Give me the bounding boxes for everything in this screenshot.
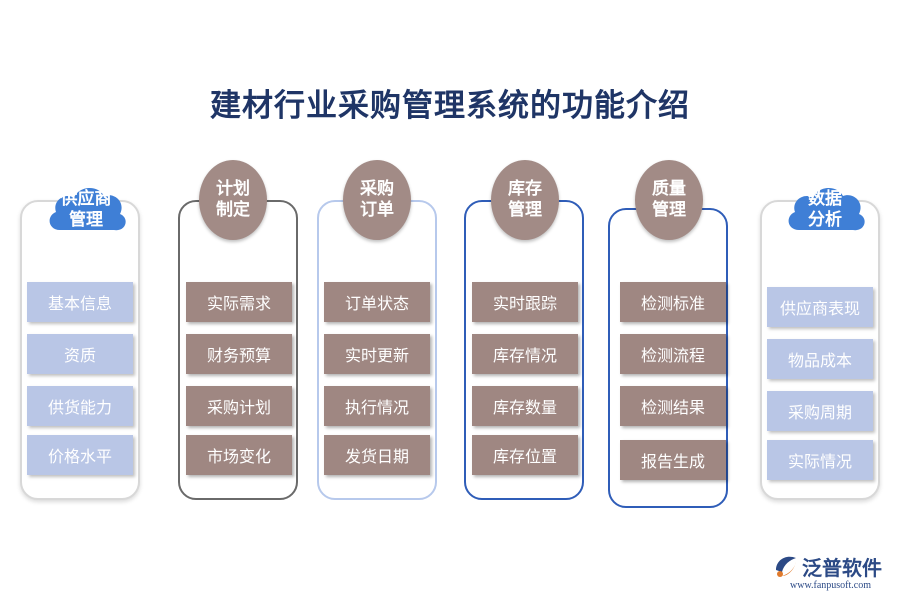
item-inventory-quantity: 库存数量 bbox=[472, 386, 578, 426]
item-price-level: 价格水平 bbox=[27, 435, 133, 475]
logo-url: www.fanpusoft.com bbox=[790, 580, 872, 591]
badge-purchase-order: 采购 订单 bbox=[343, 160, 411, 240]
item-financial-budget: 财务预算 bbox=[186, 334, 292, 374]
fanpu-logo-icon bbox=[776, 556, 796, 577]
badge-supplier-management: 供应商 管理 bbox=[42, 178, 130, 238]
badge-line-2: 制定 bbox=[216, 200, 250, 220]
badge-inventory-management: 库存 管理 bbox=[491, 160, 559, 240]
fanpu-logo: 泛普软件 www.fanpusoft.com bbox=[772, 550, 892, 596]
badge-line-2: 管理 bbox=[652, 200, 686, 220]
badge-line-1: 供应商 bbox=[60, 189, 112, 209]
badge-line-2: 管理 bbox=[508, 200, 542, 220]
badge-line-1: 质量 bbox=[652, 179, 686, 199]
item-inspection-standard: 检测标准 bbox=[620, 282, 726, 322]
item-inventory-status: 库存情况 bbox=[472, 334, 578, 374]
item-supply-capacity: 供货能力 bbox=[27, 386, 133, 426]
item-real-time-update: 实时更新 bbox=[324, 334, 430, 374]
diagram-title: 建材行业采购管理系统的功能介绍 bbox=[210, 88, 690, 124]
item-market-change: 市场变化 bbox=[186, 435, 292, 475]
item-inspection-result: 检测结果 bbox=[620, 386, 726, 426]
logo-name: 泛普软件 bbox=[802, 556, 882, 580]
item-real-time-tracking: 实时跟踪 bbox=[472, 282, 578, 322]
item-basic-info: 基本信息 bbox=[27, 282, 133, 322]
item-delivery-date: 发货日期 bbox=[324, 435, 430, 475]
cloud-icon bbox=[49, 187, 126, 231]
badge-quality-management: 质量 管理 bbox=[635, 160, 703, 240]
badge-line-1: 计划 bbox=[216, 179, 250, 199]
item-execution-status: 执行情况 bbox=[324, 386, 430, 426]
item-material-cost: 物品成本 bbox=[767, 339, 873, 379]
badge-line-2: 订单 bbox=[360, 200, 394, 220]
badge-line-2: 分析 bbox=[808, 210, 842, 230]
item-order-status: 订单状态 bbox=[324, 282, 430, 322]
badge-line-1: 数据 bbox=[808, 189, 842, 209]
badge-line-1: 库存 bbox=[508, 179, 542, 199]
badge-data-analysis: 数据 分析 bbox=[781, 178, 869, 238]
item-supplier-performance: 供应商表现 bbox=[767, 287, 873, 327]
cloud-icon bbox=[788, 187, 865, 231]
badge-plan-formulation: 计划 制定 bbox=[199, 160, 267, 240]
item-inspection-process: 检测流程 bbox=[620, 334, 726, 374]
item-purchase-cycle: 采购周期 bbox=[767, 391, 873, 431]
item-inventory-location: 库存位置 bbox=[472, 435, 578, 475]
item-purchase-plan: 采购计划 bbox=[186, 386, 292, 426]
item-qualification: 资质 bbox=[27, 334, 133, 374]
item-report-generation: 报告生成 bbox=[620, 440, 726, 480]
badge-line-2: 管理 bbox=[69, 210, 103, 230]
item-actual-situation: 实际情况 bbox=[767, 440, 873, 480]
badge-line-1: 采购 bbox=[360, 179, 394, 199]
item-actual-demand: 实际需求 bbox=[186, 282, 292, 322]
